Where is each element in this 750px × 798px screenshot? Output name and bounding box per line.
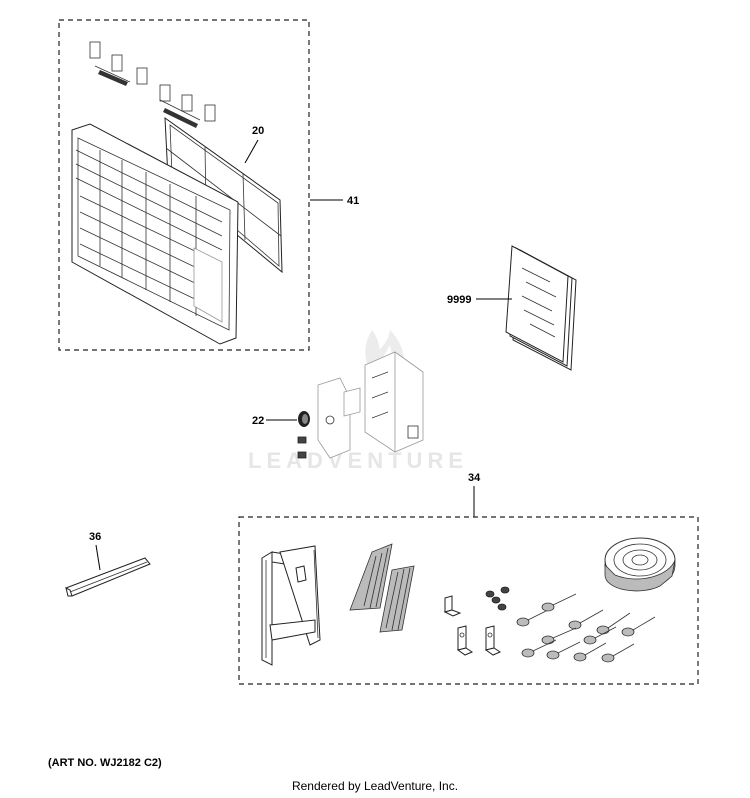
foam-seal-strips — [349, 543, 415, 633]
callout-36: 36 — [89, 531, 101, 543]
art-number: (ART NO. WJ2182 C2) — [48, 757, 162, 769]
front-grille — [71, 123, 239, 345]
control-assembly — [317, 351, 424, 459]
mounting-brackets — [443, 595, 502, 656]
small-bolts — [485, 586, 510, 611]
rendered-by-footer: Rendered by LeadVenture, Inc. — [291, 779, 459, 793]
drip-rail — [65, 557, 151, 597]
control-knob — [297, 411, 310, 459]
foam-tape-roll — [604, 537, 676, 592]
callout-20: 20 — [252, 125, 264, 137]
leader-36 — [95, 544, 101, 571]
leader-20 — [244, 139, 259, 164]
callout-34: 34 — [468, 472, 481, 484]
group-41-box — [58, 19, 310, 351]
callout-22: 22 — [252, 415, 264, 427]
callout-9999: 9999 — [447, 294, 471, 306]
group-34-box — [238, 516, 699, 685]
screws — [516, 593, 656, 663]
owners-manual — [505, 245, 577, 371]
grille-clips — [89, 41, 216, 128]
callout-41: 41 — [347, 195, 359, 207]
window-frame-kit — [261, 545, 321, 666]
watermark-text: LEADVENTURE — [248, 448, 468, 473]
